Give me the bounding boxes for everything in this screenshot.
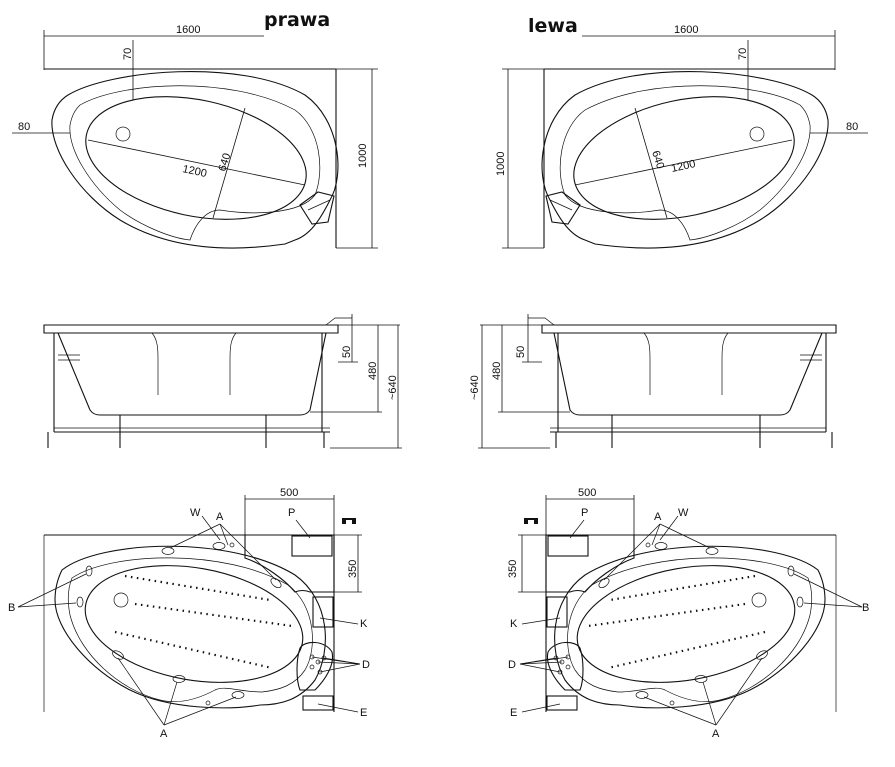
plan-view-left: 500 350 P W: [507, 487, 869, 740]
dim-inner-len-left: 1200: [670, 158, 696, 175]
air-jet-rows-left: [587, 574, 766, 670]
dim-side-right: 80: [18, 121, 30, 133]
label-a-right-bottom: A: [160, 728, 168, 740]
air-jet-rows-right: [114, 574, 293, 670]
side-view-left: 50 480 ~640: [469, 314, 837, 449]
label-a-left-top: A: [654, 511, 662, 523]
dim-panel-w-right: 500: [280, 487, 298, 499]
dim-inner-wid-left: 640: [649, 149, 666, 170]
label-w-right: W: [190, 507, 201, 519]
label-d-right: D: [362, 659, 370, 671]
label-p-left: P: [581, 507, 588, 519]
dim-side-left: 80: [846, 121, 858, 133]
label-b-left: B: [862, 602, 869, 614]
dim-rim-h-left: 50: [515, 346, 527, 358]
title-lewa: lewa: [528, 15, 578, 37]
dim-total-h-left: ~640: [469, 375, 481, 400]
dim-depth-right: 480: [367, 362, 379, 380]
top-view-left: lewa 1600 1000 70 80 1200 640: [495, 15, 868, 249]
dim-length-right: 1600: [176, 24, 200, 36]
plan-view-right: 500 350 P: [8, 487, 370, 740]
dim-inner-wid-right: 640: [216, 152, 233, 173]
top-view-right: prawa 1600 1000 70 80 1200 640: [12, 9, 378, 249]
dim-width-left: 1000: [495, 152, 507, 176]
dim-inner-len-right: 1200: [181, 163, 207, 180]
dim-length-left: 1600: [674, 24, 698, 36]
dim-panel-w-left: 500: [578, 487, 596, 499]
label-a-left-bottom: A: [712, 728, 720, 740]
side-view-right: 50 480 ~640: [43, 314, 402, 449]
dim-rim-right: 70: [122, 48, 134, 60]
label-k-right: K: [360, 618, 368, 630]
dim-width-right: 1000: [357, 144, 369, 168]
dim-total-h-right: ~640: [387, 375, 399, 400]
title-prawa: prawa: [264, 9, 330, 31]
label-e-left: E: [510, 707, 517, 719]
label-w-left: W: [678, 507, 689, 519]
dim-rim-h-right: 50: [341, 346, 353, 358]
label-e-right: E: [360, 707, 367, 719]
dim-depth-left: 480: [491, 362, 503, 380]
label-p-right: P: [288, 507, 295, 519]
dim-panel-h-right: 350: [347, 560, 359, 578]
label-b-right: B: [8, 602, 15, 614]
label-a-right-top: A: [216, 511, 224, 523]
label-d-left: D: [508, 659, 516, 671]
dim-panel-h-left: 350: [507, 560, 519, 578]
label-k-left: K: [510, 618, 518, 630]
dim-rim-left: 70: [737, 48, 749, 60]
